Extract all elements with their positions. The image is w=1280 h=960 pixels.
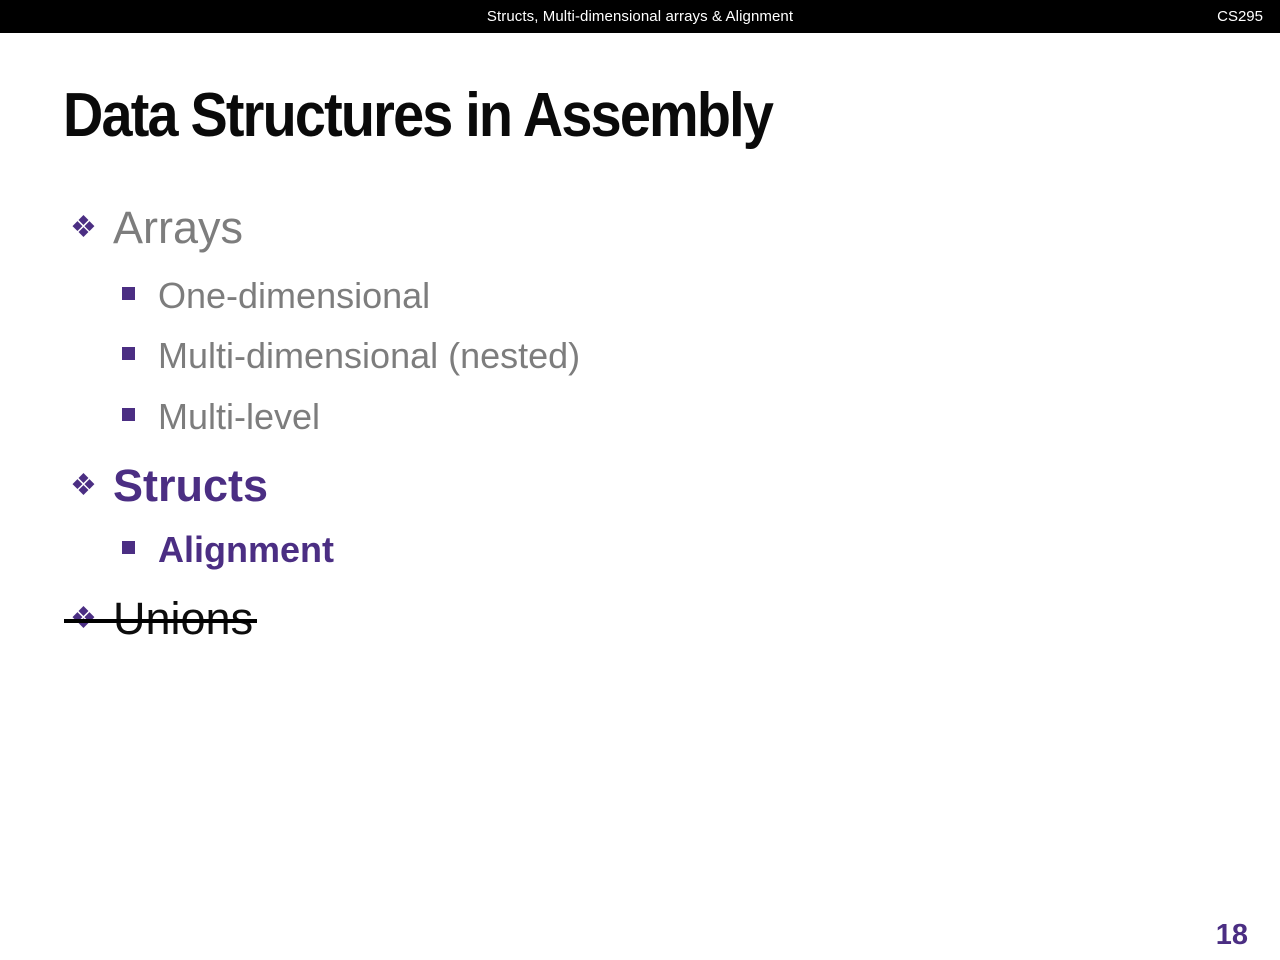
bullet-label: Alignment xyxy=(158,529,334,570)
slide-title: Data Structures in Assembly xyxy=(63,81,774,150)
square-bullet-icon xyxy=(122,286,135,300)
bullet-item-multi-level: Multi-level xyxy=(122,394,320,440)
bullet-label: Multi-level xyxy=(158,396,321,437)
square-bullet-icon xyxy=(122,407,135,421)
bullet-item-structs: ❖ Structs xyxy=(70,458,268,514)
header-title: Structs, Multi-dimensional arrays & Alig… xyxy=(486,8,794,25)
bullet-item-one-dimensional: One-dimensional xyxy=(122,273,430,319)
bullet-label: Unions xyxy=(113,593,254,644)
bullet-label: Arrays xyxy=(113,202,244,253)
page-number: 18 xyxy=(1215,919,1248,951)
bullet-label: One-dimensional xyxy=(158,275,431,316)
diamond-bullet-icon: ❖ xyxy=(70,602,97,635)
header-course-code: CS295 xyxy=(1217,8,1263,25)
diamond-bullet-icon: ❖ xyxy=(70,469,97,502)
bullet-label: Multi-dimensional (nested) xyxy=(158,335,581,376)
diamond-bullet-icon: ❖ xyxy=(70,211,97,244)
square-bullet-icon xyxy=(122,346,135,360)
slide-header-bar: Structs, Multi-dimensional arrays & Alig… xyxy=(0,0,1280,33)
square-bullet-icon xyxy=(122,540,135,554)
bullet-item-alignment: Alignment xyxy=(122,527,334,573)
bullet-item-unions: ❖ Unions xyxy=(63,591,258,647)
bullet-item-arrays: ❖ Arrays xyxy=(70,200,243,256)
bullet-label: Structs xyxy=(113,460,269,511)
bullet-item-multi-dimensional: Multi-dimensional (nested) xyxy=(122,333,580,379)
